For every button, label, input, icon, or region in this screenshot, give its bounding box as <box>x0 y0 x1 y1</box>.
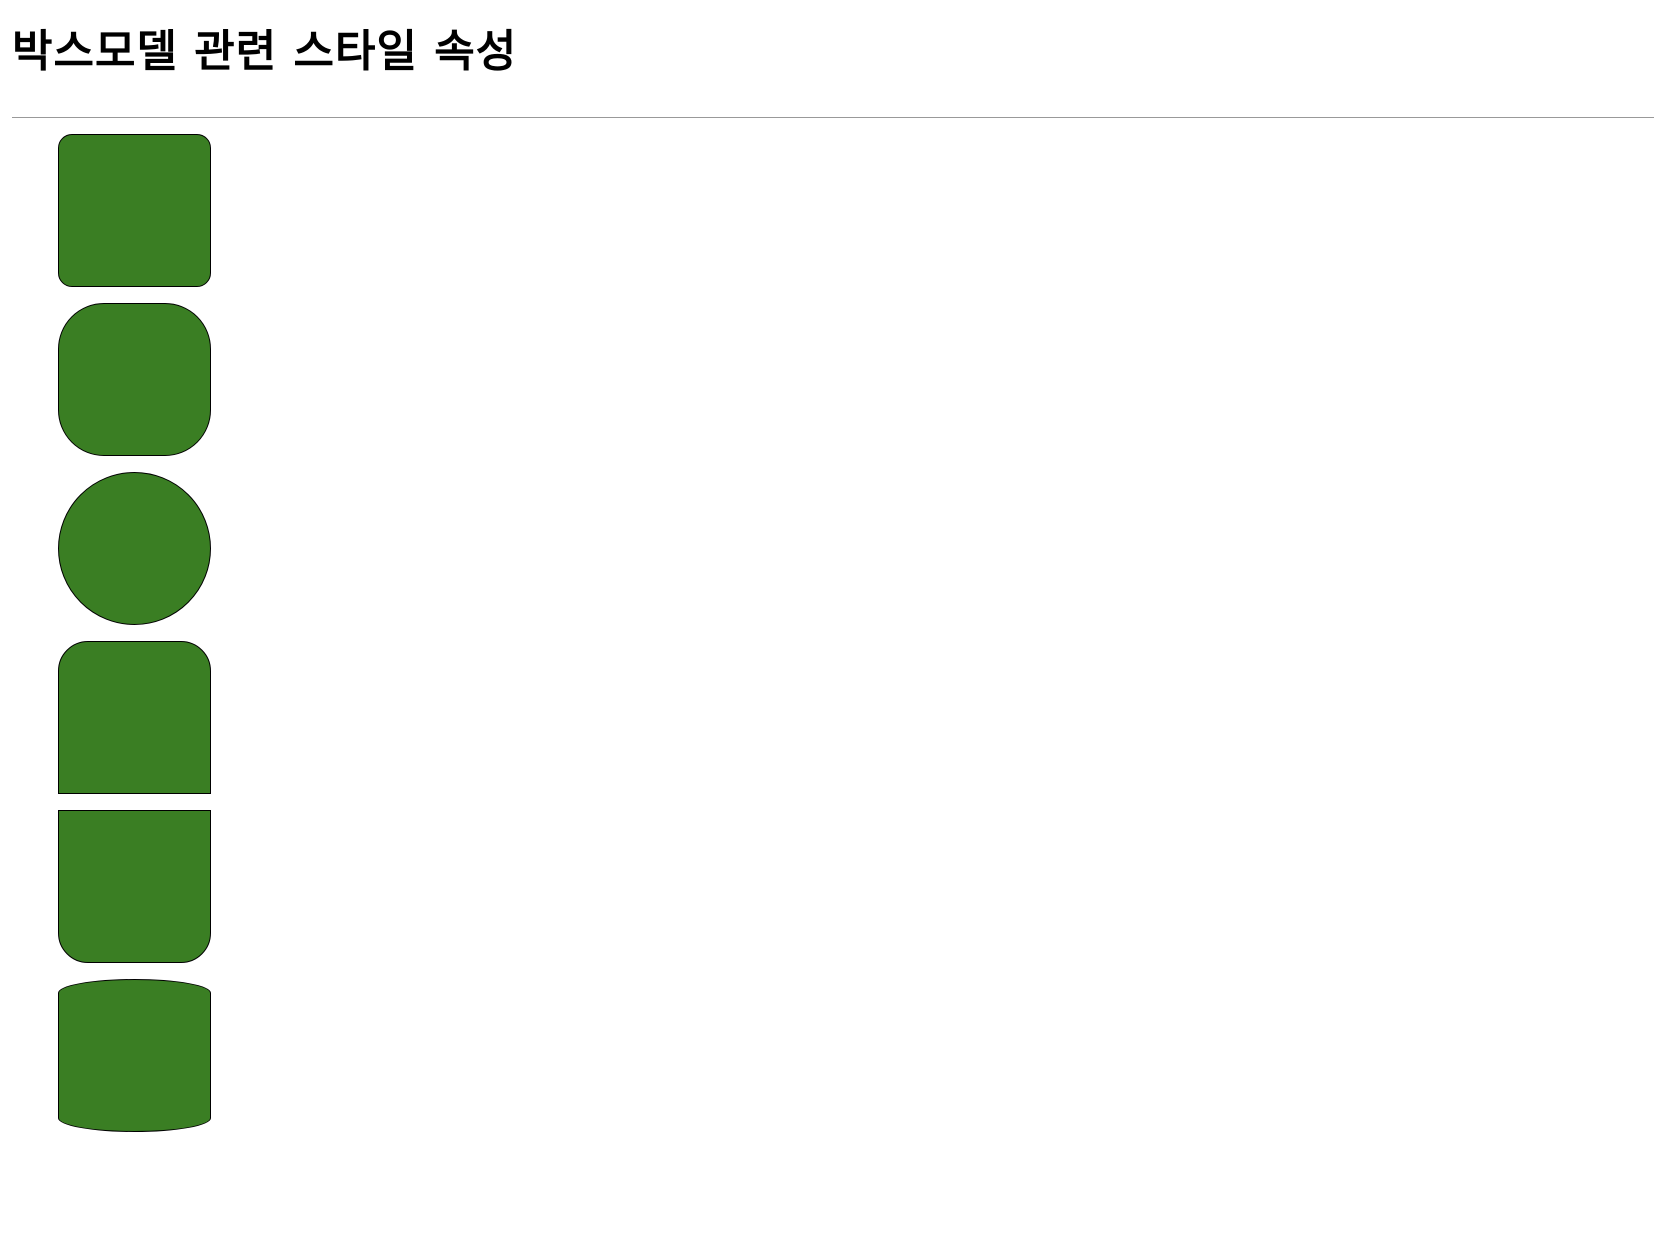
rounded-corner-box-small <box>58 134 211 287</box>
top-rounded-box <box>58 641 211 794</box>
rounded-corner-box-large <box>58 303 211 456</box>
page-title: 박스모델 관련 스타일 속성 <box>12 26 518 77</box>
bottom-rounded-box <box>58 810 211 963</box>
title-divider <box>12 117 1654 118</box>
box-list <box>58 134 211 1148</box>
elliptical-corner-box <box>58 979 211 1132</box>
circle-box <box>58 472 211 625</box>
